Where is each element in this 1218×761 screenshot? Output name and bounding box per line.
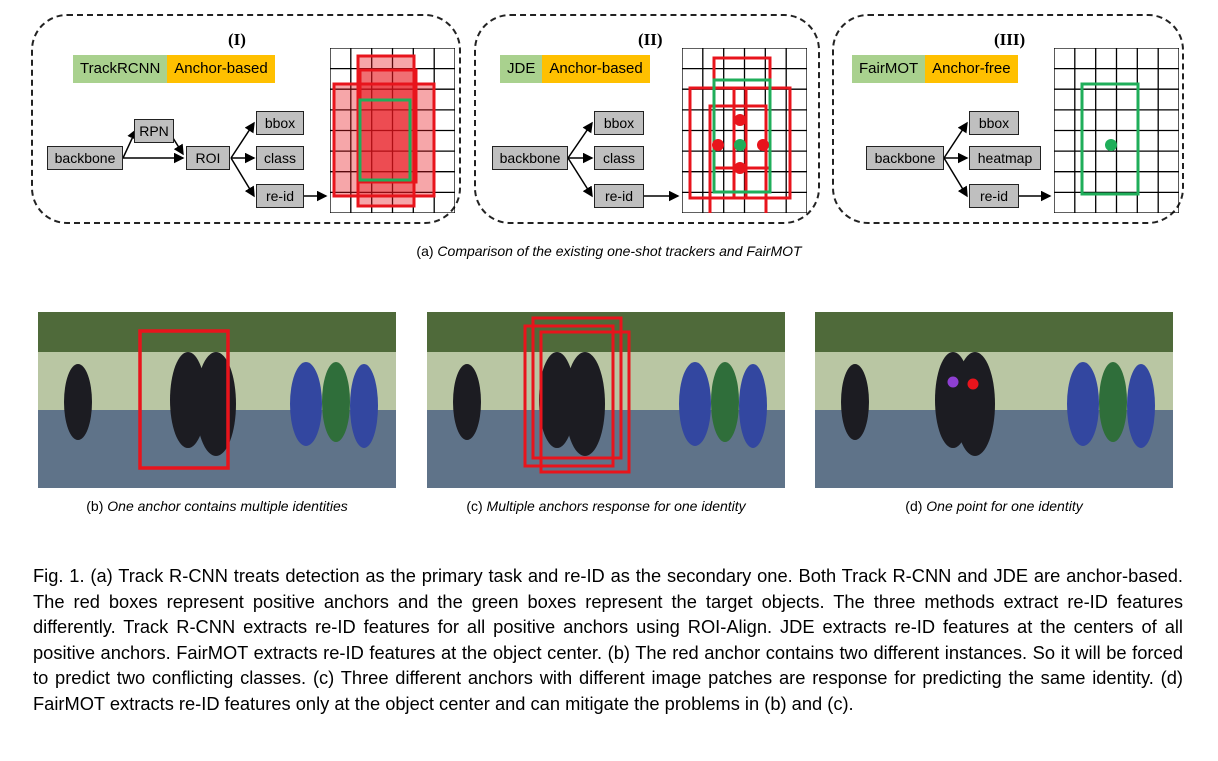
- method-type: Anchor-based: [167, 55, 275, 83]
- anchor-grid-diagram: [330, 48, 455, 213]
- reid-node: re-id: [256, 184, 304, 208]
- flow-arrows: [943, 121, 1052, 202]
- method-tag: FairMOT Anchor-free: [852, 55, 1018, 83]
- caption-a: (a) Comparison of the existing one-shot …: [0, 243, 1218, 259]
- caption-b-text: One anchor contains multiple identities: [107, 498, 348, 514]
- panel-number: (I): [228, 30, 246, 49]
- caption-b: (b) One anchor contains multiple identit…: [20, 498, 414, 514]
- caption-c-prefix: (c): [466, 498, 487, 514]
- caption-d-prefix: (d): [905, 498, 927, 514]
- method-tag: JDE Anchor-based: [500, 55, 650, 83]
- method-name: TrackRCNN: [73, 55, 168, 83]
- heatmap-node: heatmap: [969, 146, 1041, 170]
- photo-d: [815, 312, 1173, 488]
- anchor-grid-diagram: [682, 48, 807, 213]
- method-type: Anchor-based: [542, 55, 650, 83]
- panel-number: (II): [638, 30, 663, 49]
- caption-a-prefix: (a): [416, 243, 438, 259]
- bbox-node: bbox: [256, 111, 304, 135]
- panel-trackrcnn: (I) TrackRCNN Anchor-based backbone RPN …: [31, 14, 461, 224]
- rpn-node: RPN: [134, 119, 174, 143]
- flow-arrows: [567, 121, 680, 202]
- caption-a-text: Comparison of the existing one-shot trac…: [437, 243, 802, 259]
- roi-node: ROI: [186, 146, 230, 170]
- sprinter-figures: [453, 352, 767, 456]
- sprinter-figures: [64, 352, 378, 456]
- caption-d-text: One point for one identity: [926, 498, 1083, 514]
- panel-fairmot: (III) FairMOT Anchor-free backbone bbox …: [832, 14, 1184, 224]
- sprinter-figures: [841, 352, 1155, 456]
- bbox-node: bbox: [969, 111, 1019, 135]
- method-name: JDE: [500, 55, 543, 83]
- backbone-node: backbone: [47, 146, 123, 170]
- photo-b: [38, 312, 396, 488]
- backbone-node: backbone: [866, 146, 944, 170]
- method-type: Anchor-free: [925, 55, 1018, 83]
- bbox-node: bbox: [594, 111, 644, 135]
- panel-number: (III): [994, 30, 1026, 49]
- photo-c: [427, 312, 785, 488]
- method-tag: TrackRCNN Anchor-based: [73, 55, 275, 83]
- caption-b-prefix: (b): [86, 498, 108, 514]
- caption-c-text: Multiple anchors response for one identi…: [486, 498, 746, 514]
- anchor-grid-diagram: [1054, 48, 1179, 213]
- backbone-node: backbone: [492, 146, 568, 170]
- class-node: class: [256, 146, 304, 170]
- class-node: class: [594, 146, 644, 170]
- figure-caption: Fig. 1. (a) Track R-CNN treats detection…: [33, 565, 1183, 714]
- panel-jde: (II) JDE Anchor-based backbone bbox clas…: [474, 14, 820, 224]
- caption-d: (d) One point for one identity: [795, 498, 1193, 514]
- reid-node: re-id: [594, 184, 644, 208]
- caption-c: (c) Multiple anchors response for one id…: [405, 498, 807, 514]
- reid-node: re-id: [969, 184, 1019, 208]
- method-name: FairMOT: [852, 55, 926, 83]
